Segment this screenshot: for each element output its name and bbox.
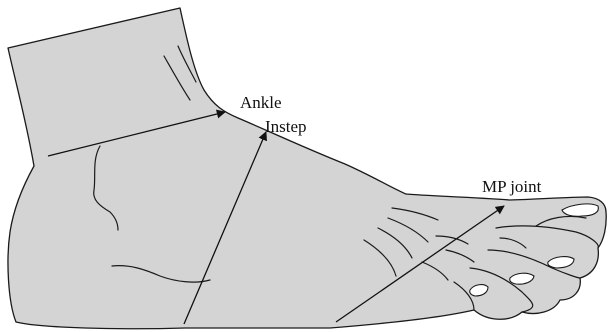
instep-label: Instep	[265, 117, 307, 136]
mp-joint-label: MP joint	[482, 177, 542, 196]
ankle-label: Ankle	[240, 93, 282, 112]
